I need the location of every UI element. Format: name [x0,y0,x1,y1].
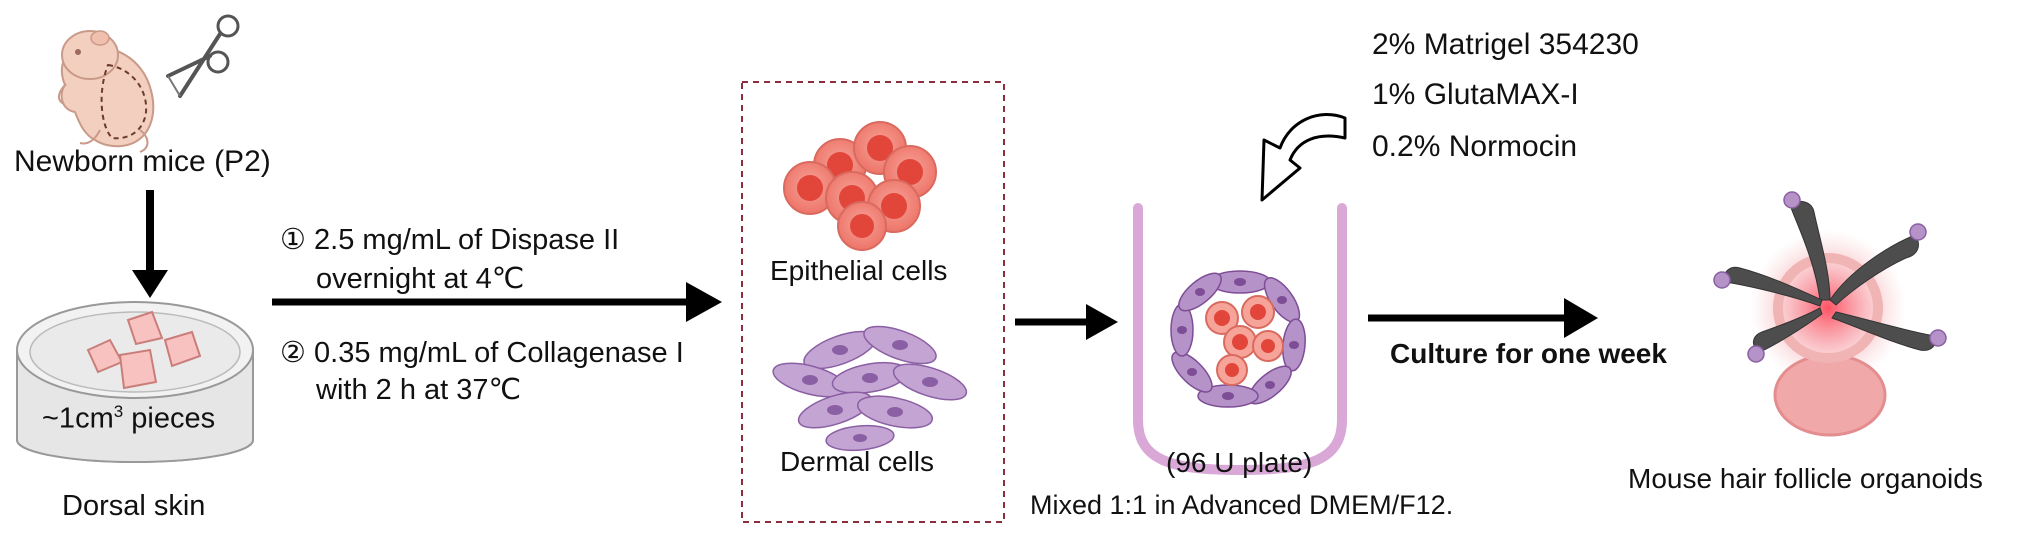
digestion-step1-line2: overnight at 4℃ [316,263,525,295]
spheroid-illustration [1170,270,1306,408]
down-arrow-head [132,270,168,298]
digestion-arrow-head [686,282,722,322]
additive-matrigel: 2% Matrigel 354230 [1372,28,1639,61]
additives-curved-arrow [1260,113,1347,202]
scissors-icon [166,14,240,98]
dermal-cells-label: Dermal cells [780,446,935,477]
to-plate-arrow-head [1086,304,1118,340]
epithelial-cells-label: Epithelial cells [770,255,948,286]
additive-glutamax: 1% GlutaMAX-I [1372,78,1579,111]
petri-dish-illustration [16,301,254,463]
digestion-step2-line2: with 2 h at 37℃ [316,374,522,406]
hair-follicle-organoid-illustration [1713,191,1947,437]
pieces-size-superscript: 3 [113,402,124,421]
dermal-cells-illustration [772,325,968,452]
newborn-mice-label: Newborn mice (P2) [14,145,271,178]
newborn-mouse-illustration [58,30,155,153]
organoid-label: Mouse hair follicle organoids [1628,463,1983,494]
pieces-size-prefix: ~1cm [42,402,114,435]
u-plate-well-illustration [1133,203,1347,476]
digestion-step1-line1: ① 2.5 mg/mL of Dispase II [280,224,620,256]
additive-normocin: 0.2% Normocin [1372,130,1578,163]
digestion-step2-line1: ② 0.35 mg/mL of Collagenase I [280,337,684,369]
u-plate-label: (96 U plate) [1166,447,1313,478]
medium-label: Mixed 1:1 in Advanced DMEM/F12. [1030,490,1454,520]
dorsal-skin-label: Dorsal skin [62,490,206,522]
pieces-size-suffix: pieces [123,402,216,435]
pieces-size-label: ~1cm3 pieces [42,402,215,436]
culture-arrow-head [1564,298,1598,338]
culture-label: Culture for one week [1390,338,1667,369]
epithelial-cells-illustration [783,121,937,251]
